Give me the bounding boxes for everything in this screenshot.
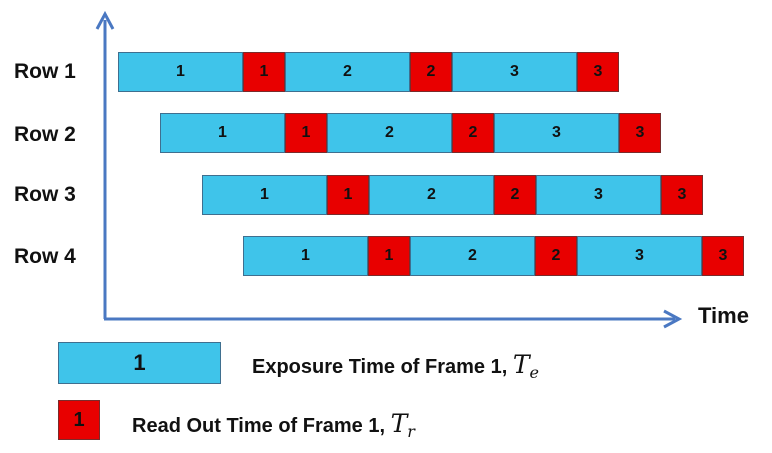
row-4-exposure-frame-2: 2 <box>410 236 535 276</box>
row-4-readout-frame-2: 2 <box>535 236 577 276</box>
legend-readout-swatch: 1 <box>58 400 100 440</box>
row-4-readout-frame-1: 1 <box>368 236 410 276</box>
row-1-exposure-frame-3: 3 <box>452 52 577 92</box>
legend-exposure-label: Exposure Time of Frame 1, <box>252 356 508 378</box>
row-3-exposure-frame-3: 3 <box>536 175 661 215</box>
row-4-timeline: 1 1 2 2 3 3 <box>243 236 744 276</box>
legend-exposure-symbol: Te <box>512 350 539 382</box>
legend-readout-text: Read Out Time of Frame 1, Tr <box>132 409 415 441</box>
row-label-3: Row 3 <box>14 183 76 206</box>
row-4-exposure-frame-1: 1 <box>243 236 368 276</box>
row-2-readout-frame-2: 2 <box>452 113 494 153</box>
row-2-readout-frame-1: 1 <box>285 113 327 153</box>
row-3-timeline: 1 1 2 2 3 3 <box>202 175 703 215</box>
legend-exposure-text: Exposure Time of Frame 1, Te <box>252 350 539 382</box>
row-3-readout-frame-2: 2 <box>494 175 536 215</box>
row-4-exposure-frame-3: 3 <box>577 236 702 276</box>
row-3-exposure-frame-1: 1 <box>202 175 327 215</box>
row-1-readout-frame-1: 1 <box>243 52 285 92</box>
row-label-1: Row 1 <box>14 60 76 83</box>
row-1-exposure-frame-2: 2 <box>285 52 410 92</box>
row-3-exposure-frame-2: 2 <box>369 175 494 215</box>
row-1-timeline: 1 1 2 2 3 3 <box>118 52 619 92</box>
row-label-2: Row 2 <box>14 123 76 146</box>
legend-readout-label: Read Out Time of Frame 1, <box>132 415 386 437</box>
x-axis-arrowhead <box>663 309 683 329</box>
legend-readout-symbol: Tr <box>390 409 415 441</box>
row-2-readout-frame-3: 3 <box>619 113 661 153</box>
row-3-readout-frame-1: 1 <box>327 175 369 215</box>
exposure-symbol-subscript: e <box>529 363 539 382</box>
readout-symbol-letter: T <box>390 409 408 438</box>
row-2-timeline: 1 1 2 2 3 3 <box>160 113 661 153</box>
row-4-readout-frame-3: 3 <box>702 236 744 276</box>
row-1-readout-frame-3: 3 <box>577 52 619 92</box>
readout-symbol-subscript: r <box>407 422 415 441</box>
row-2-exposure-frame-1: 1 <box>160 113 285 153</box>
row-2-exposure-frame-3: 3 <box>494 113 619 153</box>
row-1-exposure-frame-1: 1 <box>118 52 243 92</box>
row-label-4: Row 4 <box>14 245 76 268</box>
exposure-symbol-letter: T <box>512 350 530 379</box>
row-2-exposure-frame-2: 2 <box>327 113 452 153</box>
row-3-readout-frame-3: 3 <box>661 175 703 215</box>
legend-exposure-swatch: 1 <box>58 342 221 384</box>
x-axis-label: Time <box>698 303 749 328</box>
y-axis-arrowhead <box>95 10 115 30</box>
row-1-readout-frame-2: 2 <box>410 52 452 92</box>
